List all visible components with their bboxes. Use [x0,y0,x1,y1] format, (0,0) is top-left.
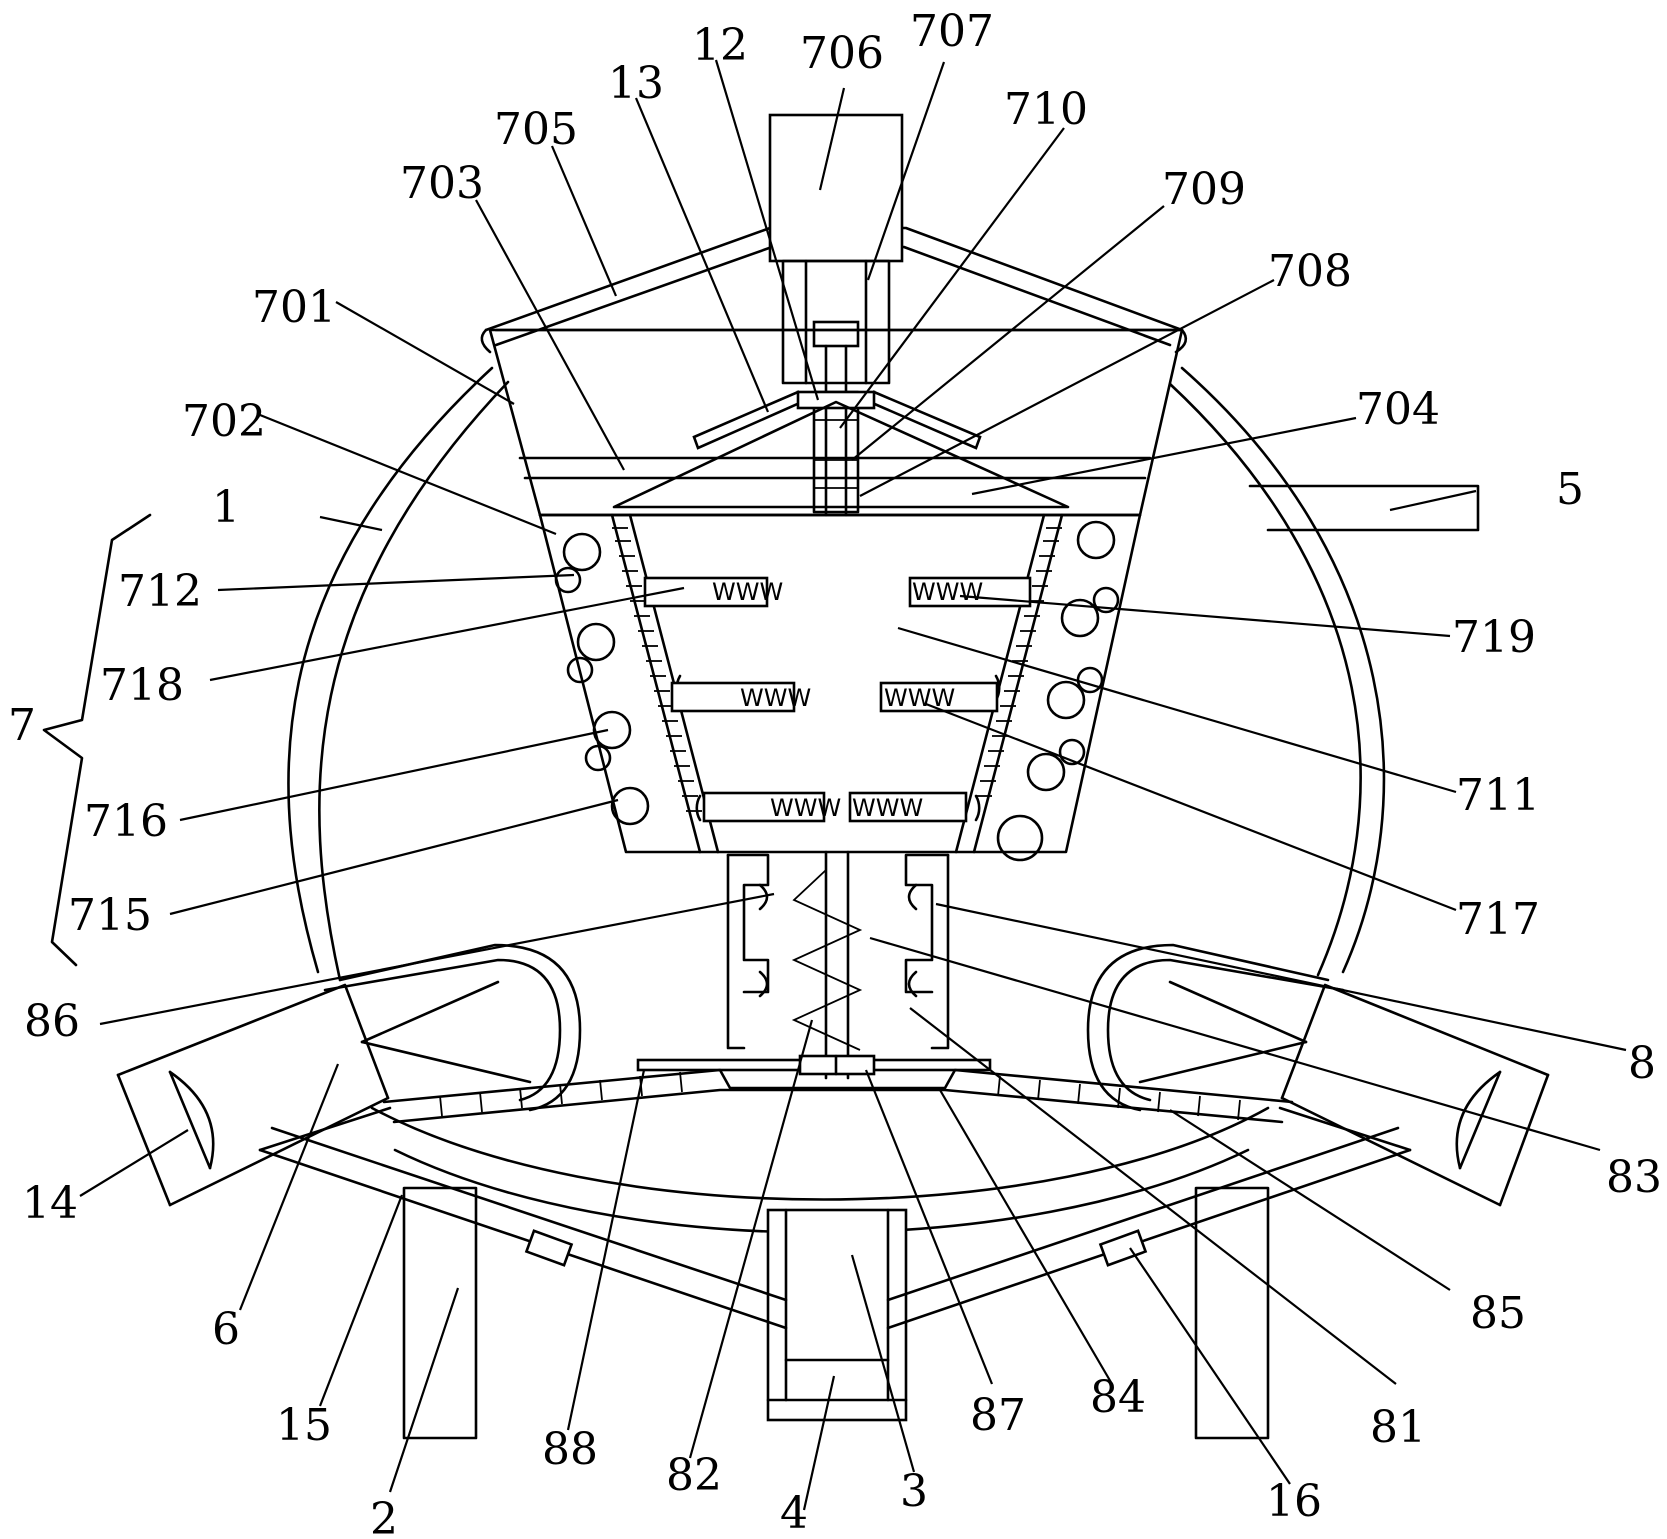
label-704: 704 [1356,384,1440,435]
label-3: 3 [900,1466,928,1517]
label-712: 712 [118,566,202,617]
label-711: 711 [1456,770,1540,821]
spring-lower-left: WWW [770,794,841,822]
motor-assembly [692,113,982,517]
label-13: 13 [608,58,664,109]
label-709: 709 [1162,164,1246,215]
label-87: 87 [970,1390,1026,1441]
label-1: 1 [212,482,240,533]
label-710: 710 [1004,84,1088,135]
label-8: 8 [1628,1038,1656,1089]
spring-upper-right: WWW [912,578,983,606]
leader-lines [79,59,1627,1511]
spring-middle-left: WWW [740,684,811,712]
label-703: 703 [400,158,484,209]
label-82: 82 [666,1450,722,1501]
label-86: 86 [24,996,80,1047]
label-2: 2 [370,1494,398,1539]
group-bracket-7 [42,513,152,967]
vibration-column [636,850,992,1080]
spring-lower-right: WWW [852,794,923,822]
crushing-drum [538,513,1142,862]
label-84: 84 [1090,1372,1146,1423]
label-85: 85 [1470,1288,1526,1339]
support-structure [258,1126,1412,1440]
label-12: 12 [692,20,748,71]
label-716: 716 [84,796,168,847]
label-4: 4 [780,1488,808,1539]
label-719: 719 [1452,612,1536,663]
label-707: 707 [910,6,994,57]
label-14: 14 [22,1178,78,1229]
spring-middle-right: WWW [884,684,955,712]
label-7: 7 [8,700,36,751]
label-701: 701 [252,282,336,333]
label-6: 6 [212,1304,240,1355]
label-715: 715 [68,890,152,941]
label-5: 5 [1556,464,1584,515]
label-702: 702 [182,396,266,447]
reference-labels: 12 13 706 707 705 703 710 709 708 701 70… [8,6,1662,1539]
label-83: 83 [1606,1152,1662,1203]
label-88: 88 [542,1424,598,1475]
label-705: 705 [494,104,578,155]
sieve-plate [382,1068,1294,1124]
label-81: 81 [1370,1402,1426,1453]
label-706: 706 [800,28,884,79]
label-16: 16 [1266,1476,1322,1527]
spring-upper-left: WWW [712,578,783,606]
spring-pushers: WWW WWW WWW WWW WWW WWW [643,576,1032,823]
label-15: 15 [276,1400,332,1451]
right-chute [1086,943,1550,1207]
outlet-pipe [1248,484,1480,532]
label-717: 717 [1456,894,1540,945]
left-chute [116,943,582,1207]
label-708: 708 [1268,246,1352,297]
label-718: 718 [100,660,184,711]
